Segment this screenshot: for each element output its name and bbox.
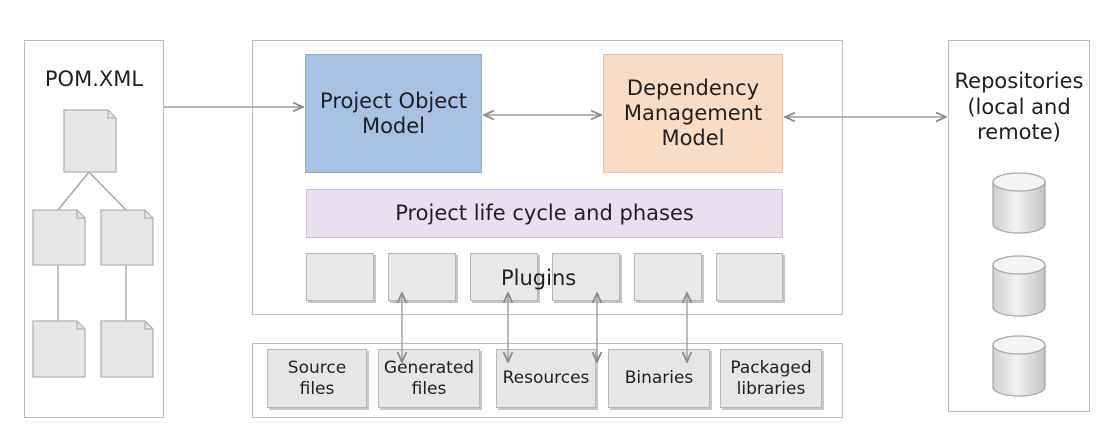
project-object-model-box: Project Object Model — [305, 54, 482, 173]
plugin-slot — [552, 253, 620, 301]
output-binaries: Binaries — [608, 349, 710, 408]
plugin-slot — [716, 253, 783, 301]
plugin-slot — [306, 253, 374, 301]
plugin-slot — [634, 253, 702, 301]
output-resources: Resources — [496, 349, 596, 408]
repositories-title: Repositories (local and remote) — [954, 69, 1084, 145]
output-packaged-libraries: Packaged libraries — [720, 349, 822, 408]
plugins-label: Plugins — [501, 266, 577, 290]
pom-xml-panel — [24, 40, 164, 418]
dependency-management-model-box: Dependency Management Model — [603, 54, 783, 173]
plugin-slot — [388, 253, 456, 301]
output-source-files: Source files — [267, 349, 367, 408]
pom-xml-title: POM.XML — [44, 67, 144, 91]
output-generated-files: Generated files — [378, 349, 480, 408]
project-lifecycle-box: Project life cycle and phases — [306, 189, 783, 238]
